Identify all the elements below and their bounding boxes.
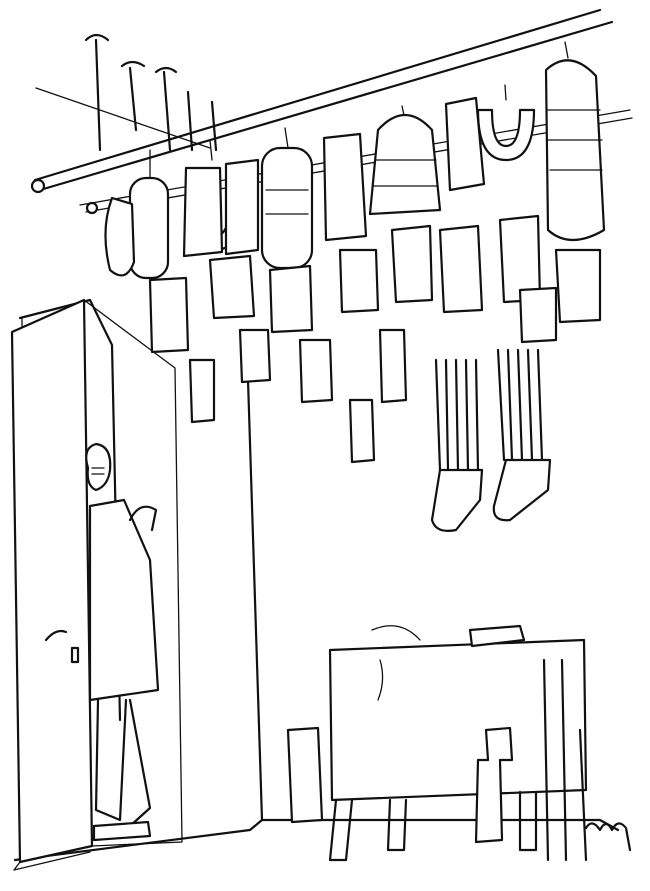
left-leg <box>430 358 484 532</box>
knives <box>542 658 588 862</box>
hanging-sausages <box>104 41 606 464</box>
sausage-bologna <box>260 127 314 270</box>
artist-signature <box>584 822 632 852</box>
sausage-links <box>104 96 602 464</box>
open-door[interactable] <box>10 298 183 871</box>
cleaver <box>468 624 526 648</box>
sausage-salami <box>128 149 170 280</box>
sausage-ham <box>368 105 442 216</box>
dangling-legs <box>430 348 552 532</box>
hacksaw <box>474 726 514 844</box>
door-handle[interactable] <box>44 629 80 664</box>
sausage-ring-right <box>476 84 536 162</box>
right-leg <box>492 348 552 522</box>
man-peeking <box>85 442 160 842</box>
ceiling-rods <box>84 33 218 152</box>
meat-bucket <box>286 726 324 824</box>
sausage-large-ham <box>544 41 606 241</box>
